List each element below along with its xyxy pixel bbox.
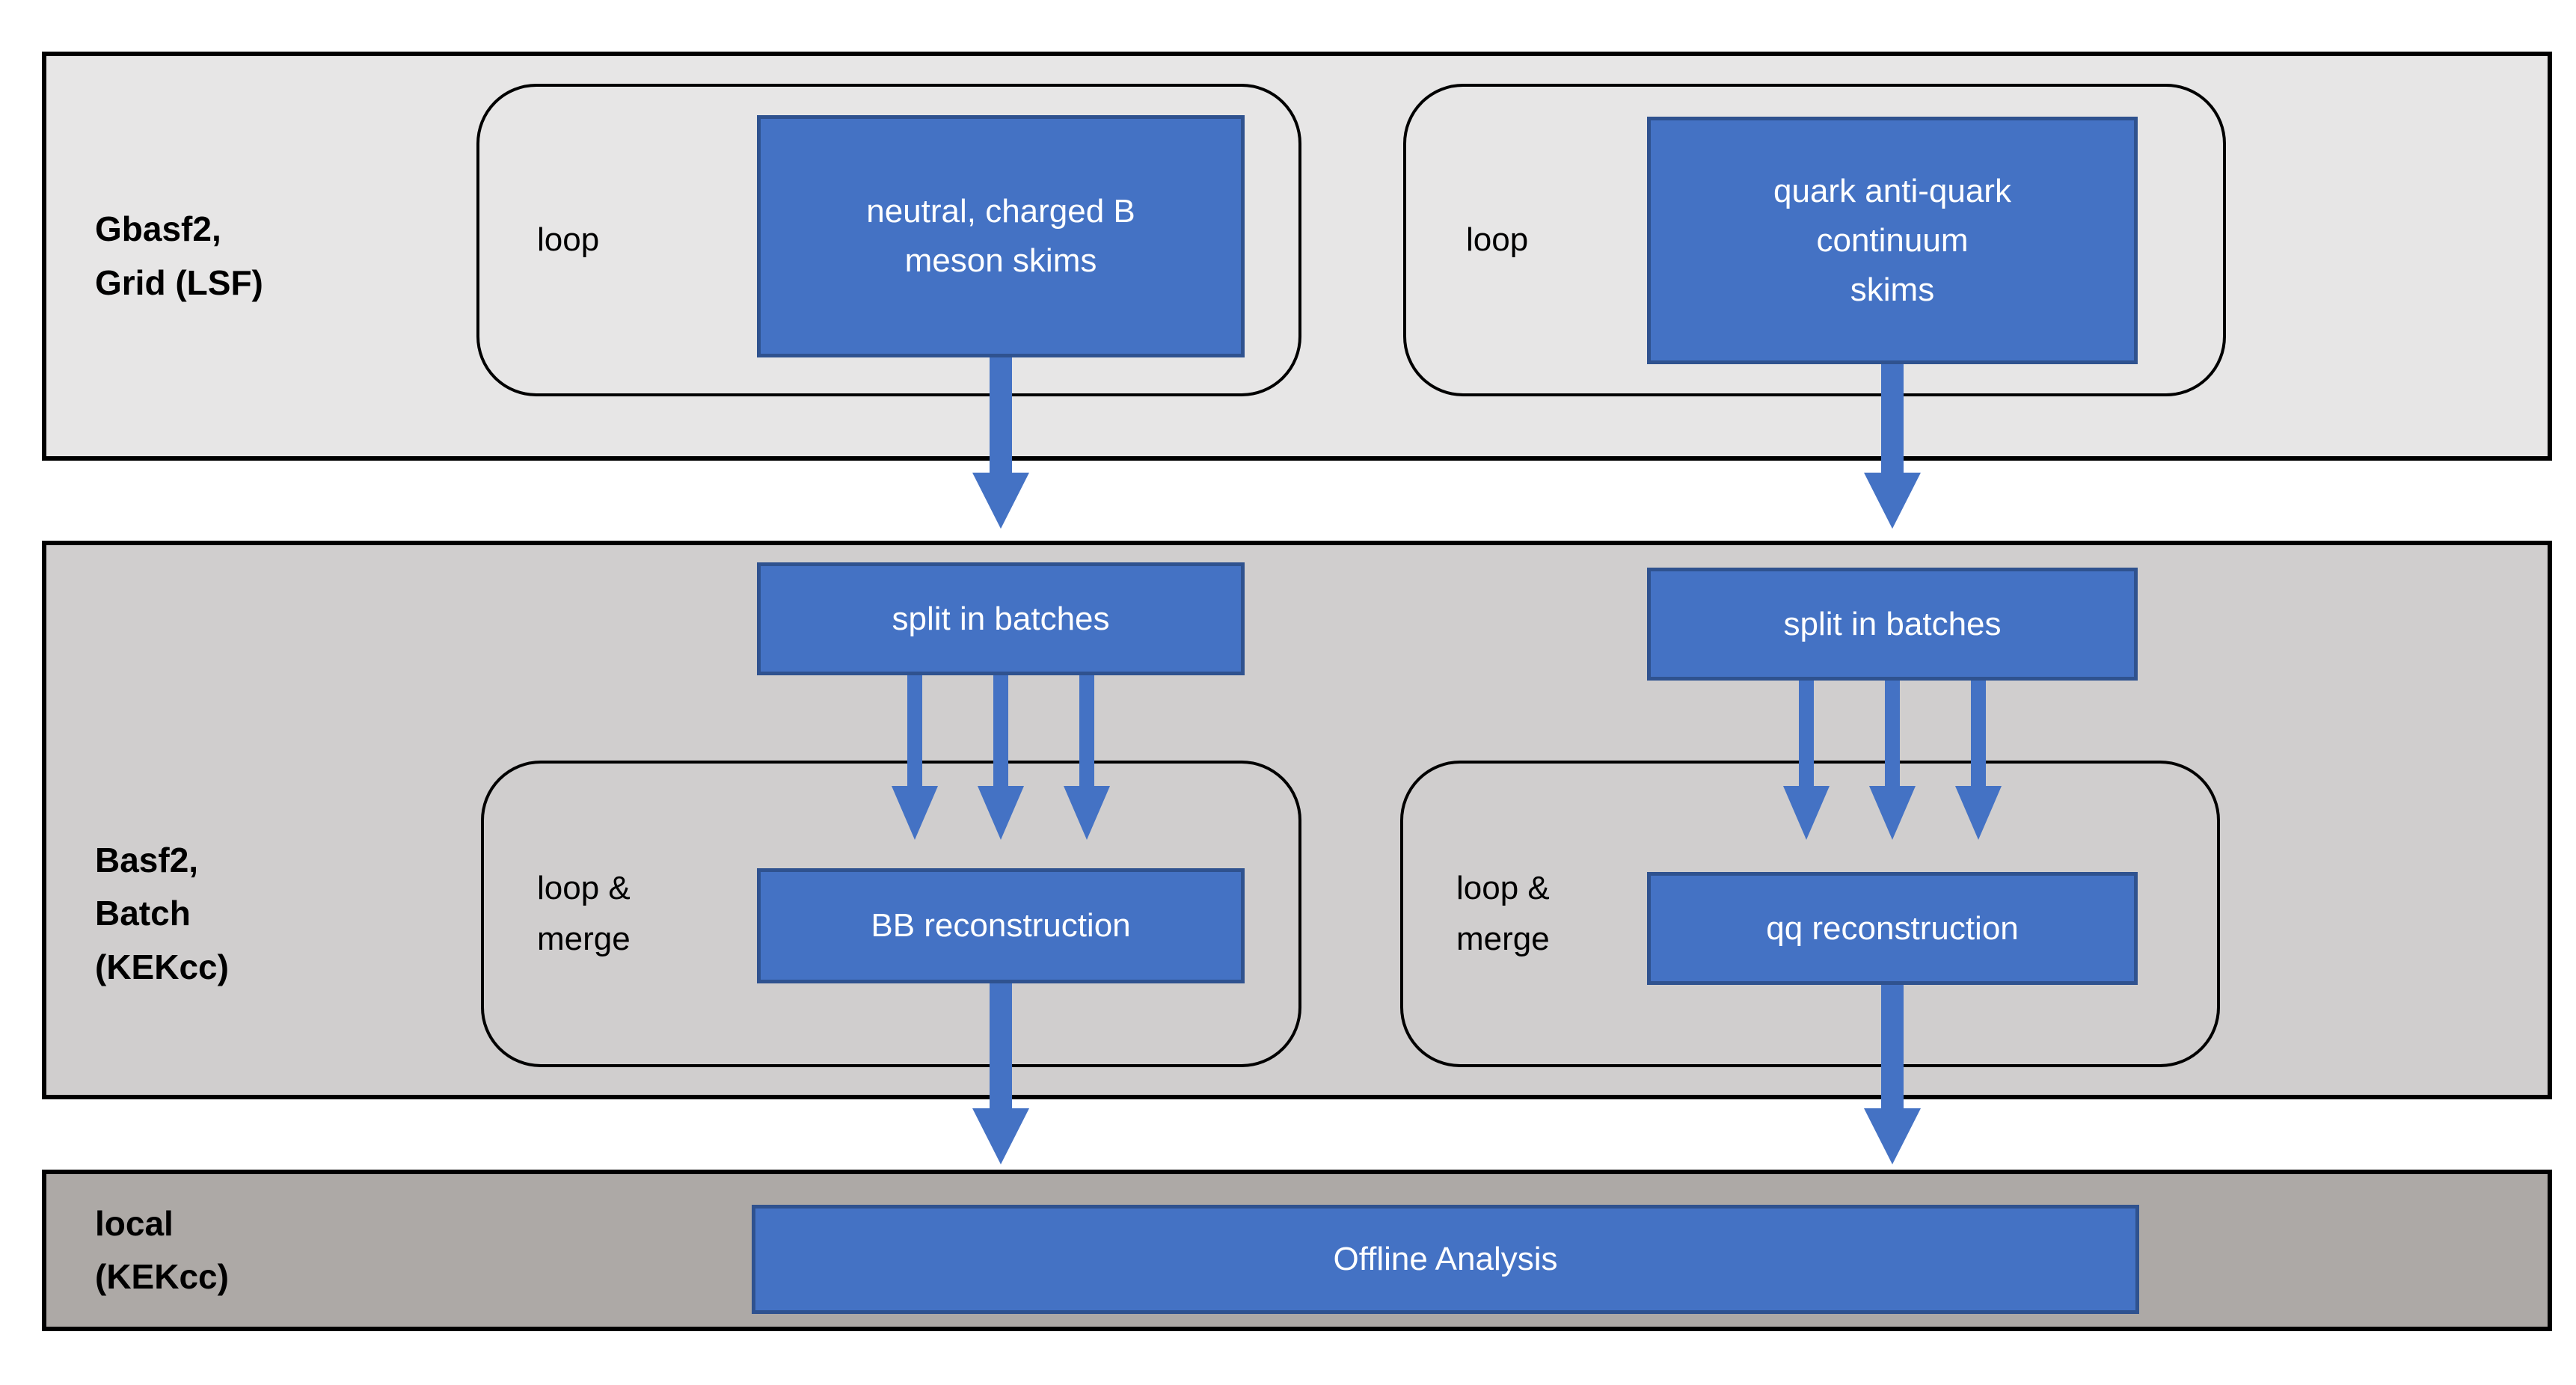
loop-merge-label-left: loop & merge	[537, 869, 631, 957]
loop-merge-label-right: loop & merge	[1456, 869, 1550, 957]
node-continuum-skims: quark anti-quark continuum skims	[1647, 117, 2138, 364]
loop-merge-container-left	[481, 761, 1301, 1067]
loop-label-left: loop	[537, 221, 600, 258]
band-grid-label: Gbasf2, Grid (LSF)	[95, 209, 263, 302]
node-qq-reconstruction: qq reconstruction	[1647, 872, 2138, 985]
node-offline-analysis: Offline Analysis	[752, 1205, 2139, 1314]
node-split-in-batches-right: split in batches	[1647, 568, 2138, 681]
loop-container-left	[476, 84, 1301, 396]
band-batch-label: Basf2, Batch (KEKcc)	[95, 841, 229, 986]
node-b-meson-skims: neutral, charged B meson skims	[757, 115, 1245, 357]
loop-label-right: loop	[1466, 221, 1529, 258]
band-local-label: local (KEKcc)	[95, 1203, 229, 1296]
loop-container-right	[1403, 84, 2226, 396]
node-bb-reconstruction: BB reconstruction	[757, 868, 1245, 983]
node-split-in-batches-left: split in batches	[757, 562, 1245, 675]
